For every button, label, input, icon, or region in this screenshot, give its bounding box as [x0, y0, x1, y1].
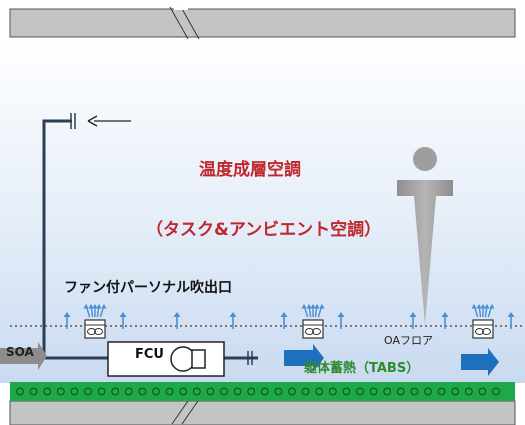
tabs-pipe: [16, 387, 24, 396]
tabs-pipe: [97, 387, 106, 396]
fan-outlet-icon: [302, 319, 324, 339]
floor-slab: [9, 397, 516, 425]
tabs-pipe: [396, 387, 405, 396]
tabs-pipe: [410, 387, 419, 396]
fan-spray-arrows: [83, 304, 107, 318]
tabs-pipe: [206, 387, 215, 396]
tabs-pipe: [111, 387, 120, 396]
tabs-pipe: [56, 387, 65, 396]
ceiling-slab: [9, 6, 516, 40]
soa-arrow-icon: [0, 342, 47, 370]
fan-outlet-icon: [84, 319, 106, 339]
tabs-pipe: [383, 387, 392, 396]
tabs-pipe: [369, 387, 378, 396]
air-up-arrow: [409, 312, 417, 329]
outlet-air-arrows: [63, 304, 515, 329]
tabs-pipe: [288, 387, 296, 396]
title-stratified-air-conditioning: 温度成層空調: [199, 160, 301, 180]
tabs-pipe: [342, 387, 351, 396]
return-arrow-icon: [87, 115, 131, 127]
air-up-arrow: [119, 312, 127, 329]
tabs-pipe: [43, 387, 52, 396]
air-up-arrow: [280, 312, 288, 329]
soa-label: SOA: [6, 345, 34, 359]
title-task-ambient: （タスク&アンビエント空調）: [146, 220, 382, 240]
tabs-pipe: [437, 387, 446, 396]
tabs-pipe: [424, 387, 432, 396]
supply-arrow-icon-1: [284, 344, 324, 372]
tabs-pipe: [152, 387, 160, 396]
fan-outlets: [84, 319, 494, 339]
tabs-pipe: [179, 387, 188, 396]
air-up-arrow: [63, 312, 71, 329]
tabs-pipe: [192, 387, 201, 396]
tabs-pipes: [16, 387, 500, 396]
tabs-pipe: [301, 387, 310, 396]
supply-duct: [224, 351, 258, 365]
tabs-slab: [10, 382, 515, 401]
supply-arrow-icon-2: [461, 348, 499, 376]
fan-spray-arrows: [301, 304, 325, 318]
room-area: [0, 38, 525, 383]
fan-spray-arrows: [471, 304, 495, 318]
tabs-pipe: [138, 387, 147, 396]
tabs-pipe: [274, 387, 283, 396]
tabs-pipe: [478, 387, 487, 396]
tabs-pipe: [464, 387, 473, 396]
tabs-pipe: [451, 387, 460, 396]
oa-floor-label: OAフロア: [384, 334, 433, 347]
fcu-label: FCU: [135, 347, 164, 362]
tabs-pipe: [260, 387, 269, 396]
tabs-pipe: [356, 387, 364, 396]
tabs-pipe: [328, 387, 337, 396]
air-up-arrow: [337, 312, 345, 329]
tabs-pipe: [233, 387, 242, 396]
tabs-slab-body: [10, 382, 515, 401]
tabs-pipe: [165, 387, 174, 396]
tabs-pipe: [247, 387, 256, 396]
return-duct: [42, 113, 108, 360]
fcu-unit: [107, 341, 225, 377]
tabs-pipe: [220, 387, 228, 396]
fan-outlet-label: ファン付パーソナル吹出口: [64, 280, 232, 296]
air-up-arrow: [173, 312, 181, 329]
tabs-pipe: [29, 387, 38, 396]
tabs-pipe: [315, 387, 324, 396]
tabs-pipe: [70, 387, 79, 396]
fan-outlet-icon: [472, 319, 494, 339]
person-icon: [397, 147, 453, 325]
tabs-label: 躯体蓄熱（TABS）: [304, 361, 420, 376]
tabs-pipe: [492, 387, 500, 396]
tabs-pipe: [124, 387, 133, 396]
air-up-arrow: [507, 312, 515, 329]
tabs-pipe: [84, 387, 92, 396]
air-up-arrow: [229, 312, 237, 329]
air-up-arrow: [441, 312, 449, 329]
